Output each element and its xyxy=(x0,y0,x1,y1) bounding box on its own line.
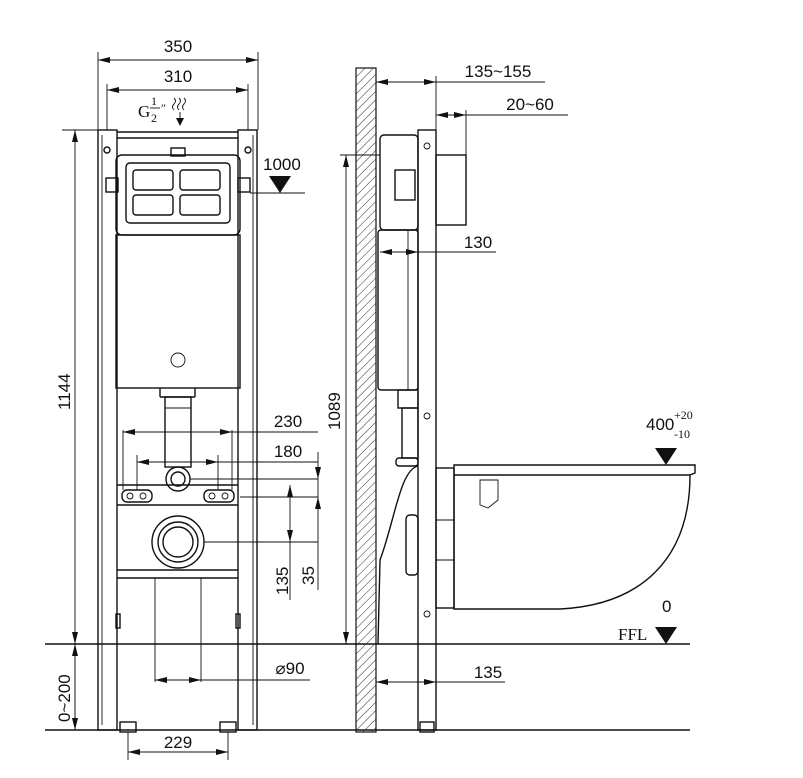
inlet-height-value: 1000 xyxy=(263,155,301,174)
dim-tank-depth: 130 xyxy=(464,233,492,252)
frame-side-post xyxy=(417,129,437,731)
drain-outlet xyxy=(151,515,205,569)
toilet-bowl xyxy=(453,464,696,610)
recycle-icon xyxy=(170,352,186,368)
inlet-thread-inch: ″ xyxy=(161,101,166,115)
flush-button-plate xyxy=(435,154,467,226)
seat-height-plus: +20 xyxy=(674,408,693,422)
seat-height-base: 400 xyxy=(646,415,674,434)
dim-bolt-spacing-wide: 230 xyxy=(274,412,302,431)
ffl-level-marker-icon xyxy=(655,627,677,644)
tank-side xyxy=(377,229,419,391)
dim-height-side: 1089 xyxy=(325,392,344,430)
ffl-label: FFL xyxy=(618,625,647,644)
inlet-thread-g: G xyxy=(138,102,150,121)
cistern-tank xyxy=(115,234,241,389)
inlet-thread-numerator: 1 xyxy=(151,94,157,108)
water-wave-icon xyxy=(172,97,176,111)
dim-floor-offset: 135 xyxy=(474,663,502,682)
dim-wall-depth: 135~155 xyxy=(465,62,532,81)
seat-level-marker-icon xyxy=(655,448,677,465)
inlet-thread-denominator: 2 xyxy=(151,111,157,125)
front-view: 350 310 G 1 2 ″ xyxy=(45,37,690,760)
dim-drain-offset: 35 xyxy=(299,566,318,585)
inlet-arrow-icon xyxy=(176,118,184,126)
dim-foot-spacing: 229 xyxy=(164,733,192,752)
dim-width-inner: 310 xyxy=(164,67,192,86)
dim-bolt-spacing-narrow: 180 xyxy=(274,442,302,461)
bowl-mount xyxy=(435,467,455,609)
tank-valve-side xyxy=(379,134,419,231)
dim-height-total: 1144 xyxy=(55,373,74,410)
wall-section xyxy=(355,67,377,733)
level-marker-icon xyxy=(269,176,291,193)
side-view: 135~155 20~60 130 xyxy=(325,62,696,733)
ffl-value: 0 xyxy=(662,597,671,616)
inlet-connector xyxy=(165,466,191,492)
frame-left-post xyxy=(97,129,118,731)
frame-right-post xyxy=(237,129,258,731)
dim-drain-diameter: ⌀90 xyxy=(275,659,304,678)
dim-width-outer: 350 xyxy=(164,37,192,56)
dim-button-depth: 20~60 xyxy=(506,95,554,114)
dim-height-adjust: 0~200 xyxy=(55,674,74,722)
seat-height-minus: -10 xyxy=(674,427,690,441)
dim-drain-height: 135 xyxy=(273,567,292,595)
